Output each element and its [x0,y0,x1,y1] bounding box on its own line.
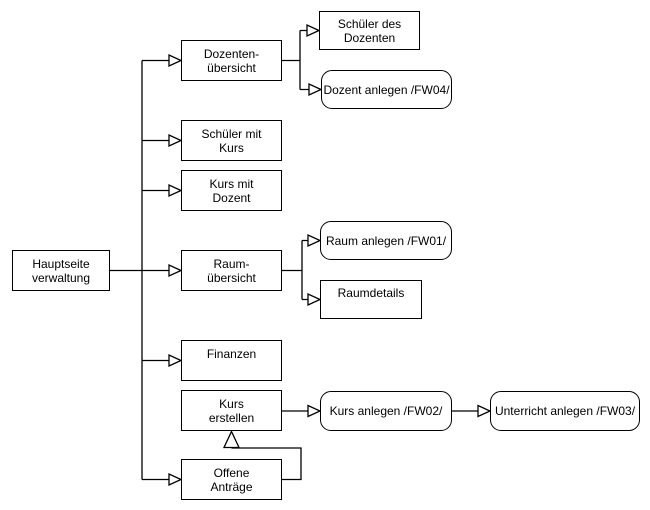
node-label-line: Unterricht anlegen /FW03/ [494,404,636,418]
edge-raum-to-children [282,239,308,301]
node-hauptseite-verwaltung[interactable]: Hauptseite verwaltung [12,250,110,291]
arrowhead-icon [308,82,323,97]
node-dozent-anlegen-fw04[interactable]: Dozent anlegen /FW04/ [321,70,452,109]
node-finanzen[interactable]: Finanzen [181,340,282,381]
edge-offene-antraege-to-kurs-erstellen [231,447,302,481]
arrowhead-icon [168,353,183,368]
arrowhead-icon [307,404,322,418]
node-unterricht-anlegen-fw03[interactable]: Unterricht anlegen /FW03/ [490,391,640,431]
node-kurs-mit-dozent[interactable]: Kurs mit Dozent [181,170,282,211]
node-raum-uebersicht[interactable]: Raum- übersicht [181,250,282,291]
node-label-line: Schüler mit [201,126,262,141]
arrowhead-up-icon [222,429,241,449]
arrowhead-icon [307,233,322,248]
node-label-line: Kurs mit [209,176,254,191]
node-label-line: Schüler des [337,16,402,31]
node-raum-anlegen-fw01[interactable]: Raum anlegen /FW01/ [320,221,452,260]
node-label-line: Offene [213,465,250,480]
node-offene-antraege[interactable]: Offene Anträge [181,459,282,500]
node-label-line: Kurs [219,396,244,411]
node-dozenten-uebersicht[interactable]: Dozenten- übersicht [181,40,282,81]
node-kurs-anlegen-fw02[interactable]: Kurs anlegen /FW02/ [320,391,452,431]
node-label-line: Dozent anlegen /FW04/ [323,82,450,97]
node-label-line: Kurs [219,140,244,155]
arrowhead-icon [168,472,183,487]
node-label-line: übersicht [207,270,256,285]
node-label-line: Raum anlegen /FW01/ [325,233,447,248]
arrowhead-icon [168,263,183,278]
edge-dozenten-to-children [282,29,309,91]
arrowhead-icon [307,292,322,307]
node-label-line: Raum- [213,256,250,271]
node-label-line: übersicht [207,60,256,75]
arrowhead-icon [168,53,183,68]
node-label-line: Raumdetails [337,285,405,300]
node-label-line: Hauptseite [32,256,90,271]
arrowhead-icon [477,404,492,418]
node-label-line: Dozenten [343,30,396,45]
node-label-line: Dozenten- [203,46,260,61]
node-raumdetails[interactable]: Raumdetails [320,280,422,319]
node-label-line: Anträge [210,479,253,494]
node-label-line: verwaltung [31,270,91,285]
node-label-line: Kurs anlegen /FW02/ [329,404,443,418]
arrowhead-icon [168,183,183,198]
node-label-line: erstellen [208,410,255,425]
node-label-line: Dozent [212,190,251,205]
node-schueler-des-dozenten[interactable]: Schüler des Dozenten [319,11,420,50]
node-label-line: Finanzen [206,346,257,361]
node-schueler-mit-kurs[interactable]: Schüler mit Kurs [181,120,282,161]
arrowhead-icon [168,133,183,148]
node-kurs-erstellen[interactable]: Kurs erstellen [181,390,282,431]
arrowhead-icon [306,23,321,38]
